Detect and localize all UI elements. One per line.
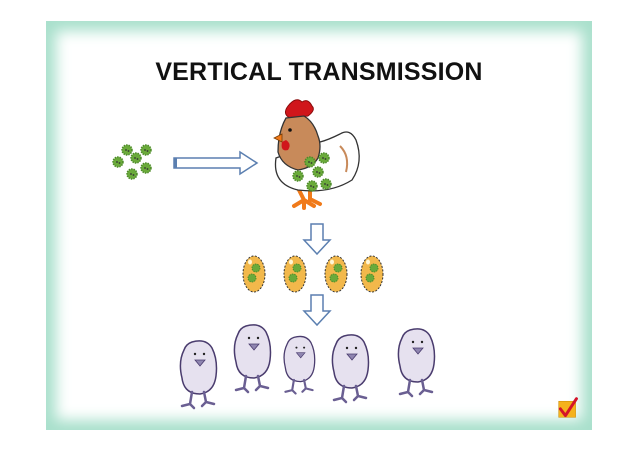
chick-icon — [179, 339, 218, 410]
chick-icon — [331, 333, 370, 404]
checkmark-icon[interactable] — [557, 397, 579, 419]
egg-icon — [242, 255, 266, 293]
arrow-down-icon — [302, 223, 332, 256]
arrow-down-icon — [302, 294, 332, 327]
virus-cluster-icon — [112, 144, 152, 180]
egg-icon — [324, 255, 348, 293]
egg-icon — [283, 255, 307, 293]
eggs-row — [242, 255, 384, 293]
chick-icon — [233, 323, 272, 394]
chick-icon — [282, 335, 316, 395]
hen-icon — [273, 99, 360, 210]
egg-icon — [360, 255, 384, 293]
chick-icon — [397, 327, 436, 398]
slide-title: VERTICAL TRANSMISSION — [155, 58, 483, 86]
arrow-right-icon — [173, 150, 259, 176]
chicks-row — [179, 323, 436, 410]
